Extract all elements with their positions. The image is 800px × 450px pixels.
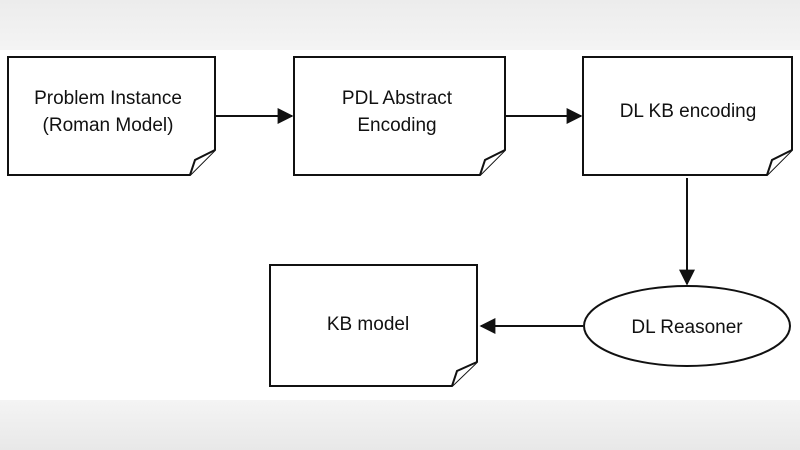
folded-corner (766, 149, 793, 176)
ellipse-shape (583, 285, 791, 367)
bottom-blur-band (0, 400, 800, 450)
node-label: DL KB encoding (620, 101, 757, 122)
node-dl-kb-encoding: DL KB encoding (582, 56, 793, 176)
node-label-line1: PDL Abstract (342, 88, 453, 109)
node-label-line2: (Roman Model) (43, 115, 174, 136)
top-blur-band (0, 0, 800, 50)
node-label-line1: Problem Instance (34, 88, 182, 109)
folded-corner (451, 361, 478, 387)
node-label-line2: Encoding (357, 115, 436, 136)
node-label: DL Reasoner (631, 317, 743, 338)
folded-corner (479, 149, 506, 176)
node-pdl-abstract-encoding: PDL Abstract Encoding (293, 56, 506, 176)
node-dl-reasoner: DL Reasoner (583, 285, 791, 367)
node-kb-model: KB model (269, 264, 478, 387)
node-label: KB model (327, 314, 409, 335)
node-problem-instance: Problem Instance (Roman Model) (7, 56, 216, 176)
folded-corner (189, 149, 216, 176)
